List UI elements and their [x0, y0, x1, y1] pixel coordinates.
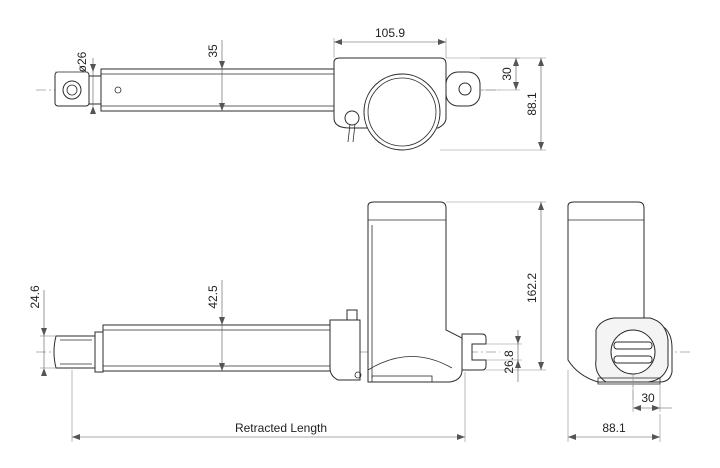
top-rod-collar: [88, 75, 102, 105]
side-view: 24.6 42.5 162.2 26.8 Retracted Length: [28, 201, 546, 442]
end-clevis-slot-bottom: [613, 355, 653, 364]
side-motor-housing: [367, 201, 463, 383]
end-clevis-eye: [610, 329, 656, 375]
dim-arrow-11: [41, 328, 47, 336]
dim-arrow-14: [219, 363, 225, 371]
top-tube: [100, 68, 336, 112]
dim-total-height-top: 88.1: [525, 92, 539, 116]
top-cable-gland: [344, 110, 360, 126]
top-rod-eye-hole: [62, 80, 82, 100]
end-base-plate: [597, 377, 661, 385]
dim-arrow-9: [538, 58, 544, 66]
dim-rod-height: 24.6: [28, 285, 42, 309]
dim-arrow-8: [513, 82, 519, 90]
dim-arrow-10: [538, 142, 544, 150]
dim-arrow-21: [633, 405, 641, 411]
dim-retracted-length: Retracted Length: [235, 421, 327, 435]
dim-eye-diameter: ø26: [75, 51, 89, 72]
dim-arrow-23: [568, 434, 576, 440]
side-screw: [354, 371, 362, 379]
dim-arrow-12: [41, 368, 47, 376]
dim-arrow-5: [334, 39, 342, 45]
side-rod-collar: [94, 331, 104, 373]
dim-tube-height: 35: [206, 44, 220, 58]
dim-arrow-18: [515, 360, 521, 368]
dim-side-tube-height: 42.5: [206, 285, 220, 309]
dim-arrow-3: [219, 61, 225, 69]
dim-clevis-slot: 26.8: [502, 350, 516, 374]
dim-arrow-24: [652, 434, 660, 440]
dim-arrow: [90, 64, 96, 72]
side-motor-housing-edge-3: [371, 375, 433, 383]
dim-arrow-7: [513, 58, 519, 66]
dim-arrow-4: [219, 103, 225, 111]
dim-clevis-offset-top: 30: [500, 67, 514, 81]
dim-arrow-2: [90, 106, 96, 114]
dim-housing-width: 105.9: [375, 26, 405, 40]
dim-arrow-17: [515, 336, 521, 344]
end-view: 30 88.1: [567, 201, 690, 442]
dim-arrow-13: [219, 317, 225, 325]
side-tube: [102, 324, 334, 372]
end-clevis-slot-top: [613, 341, 653, 350]
dim-end-width: 88.1: [602, 421, 626, 435]
side-rod-end: [53, 335, 96, 369]
side-housing-curve: [367, 356, 453, 371]
top-tube-screw: [114, 86, 122, 94]
top-view: ø26 35 105.9 30 88.1: [36, 26, 546, 151]
dim-arrow-15: [538, 202, 544, 210]
dim-arrow-20: [457, 434, 465, 440]
top-rear-clevis-hole: [458, 82, 472, 96]
dim-arrow-19: [72, 434, 80, 440]
side-rear-clevis: [461, 333, 487, 371]
dim-arrow-22: [652, 405, 660, 411]
dim-arrow-16: [538, 362, 544, 370]
dim-arrow-6: [438, 39, 446, 45]
dim-side-total-height: 162.2: [525, 273, 539, 303]
top-rod-eye-inner: [66, 84, 78, 96]
top-motor: [363, 73, 441, 151]
side-bracket: [346, 309, 358, 321]
side-gearbox: [329, 319, 361, 381]
dim-end-clevis-offset: 30: [641, 391, 655, 405]
top-cable: [347, 123, 356, 143]
top-motor-inner: [367, 77, 437, 147]
